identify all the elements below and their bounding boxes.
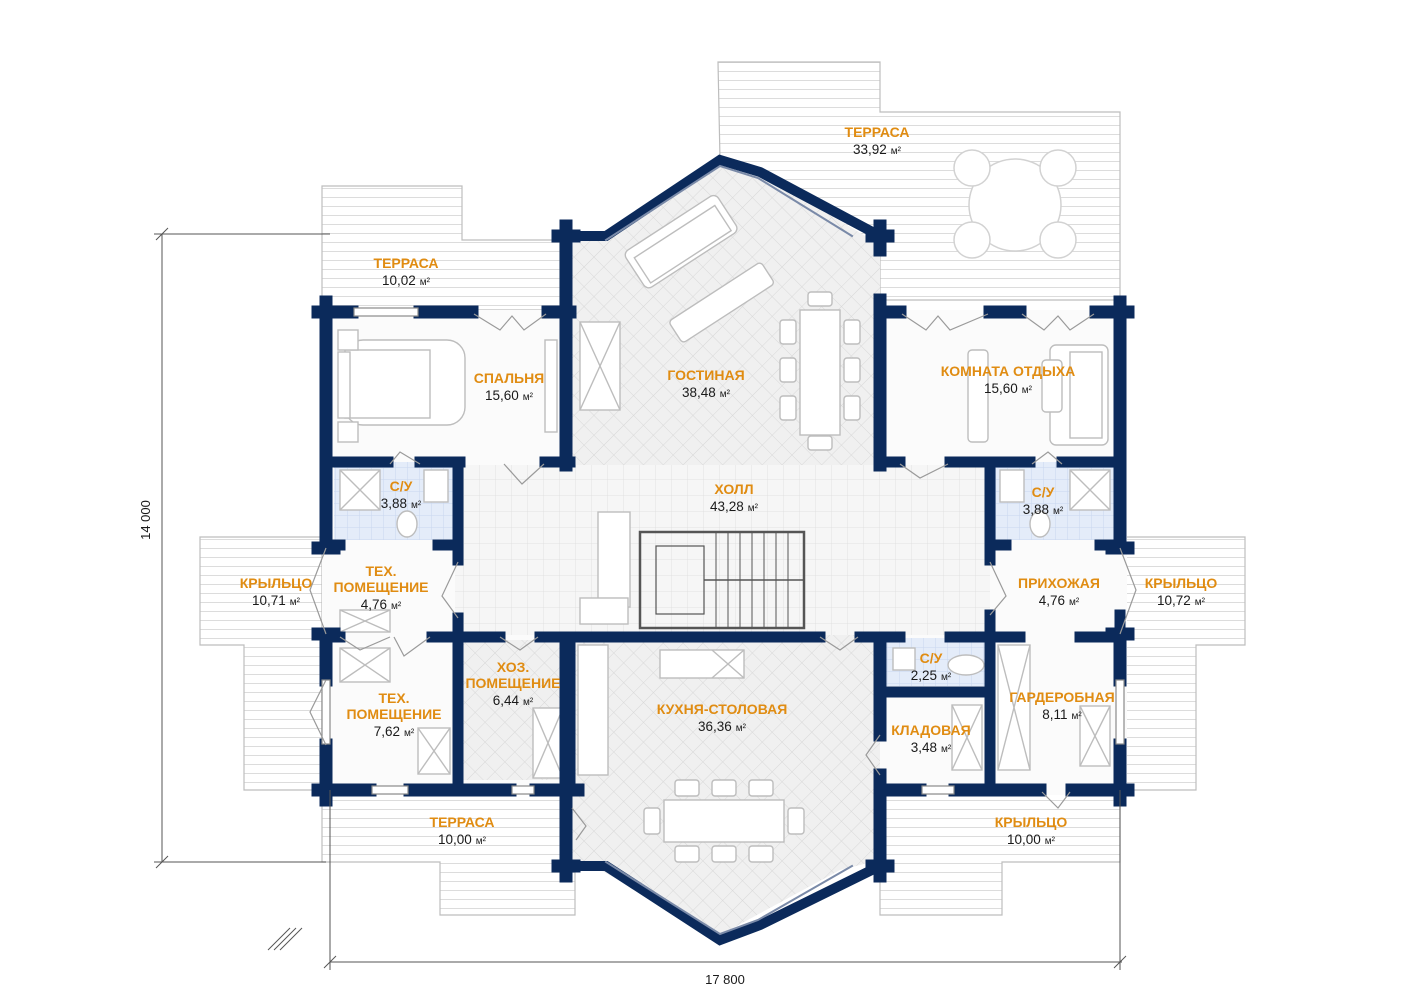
- deck-terrace-nw: [321, 185, 561, 311]
- room-name: ХОЗ.: [497, 659, 530, 675]
- deck-terrace-s: [321, 789, 576, 916]
- room-name: КУХНЯ-СТОЛОВАЯ: [657, 701, 788, 717]
- room-name: С/У: [1032, 484, 1055, 500]
- room-name: ТЕРРАСА: [430, 814, 495, 830]
- room-name: ТЕХ.: [365, 563, 396, 579]
- room-name: ТЕРРАСА: [845, 124, 910, 140]
- furniture: [337, 194, 1111, 863]
- doors: [309, 313, 1137, 841]
- room-name: С/У: [920, 650, 943, 666]
- room-name: КОМНАТА ОТДЫХА: [941, 363, 1076, 379]
- room-name: ГАРДЕРОБНАЯ: [1009, 689, 1114, 705]
- room-name: КЛАДОВАЯ: [891, 722, 970, 738]
- dimension-height: 14 000: [138, 500, 153, 540]
- room-name: ГОСТИНАЯ: [667, 367, 744, 383]
- floor-hall: [455, 465, 990, 635]
- staircase: [638, 530, 806, 630]
- deck-porch-south: [879, 789, 1121, 916]
- room-name: ХОЛЛ: [714, 481, 753, 497]
- room-name: КРЫЛЬЦО: [240, 575, 313, 591]
- outdoor-table: [953, 149, 1077, 259]
- room-name: ПОМЕЩЕНИЕ: [465, 675, 560, 691]
- room-name: КРЫЛЬЦО: [1145, 575, 1218, 591]
- room-name: ПОМЕЩЕНИЕ: [346, 706, 441, 722]
- room-name: ТЕХ.: [378, 690, 409, 706]
- room-name: ТЕРРАСА: [374, 255, 439, 271]
- walls: [311, 154, 1135, 946]
- room-name: КРЫЛЬЦО: [995, 814, 1068, 830]
- room-name: СПАЛЬНЯ: [474, 370, 545, 386]
- dimension-lines: [154, 227, 1127, 970]
- room-name: ПРИХОЖАЯ: [1018, 575, 1100, 591]
- room-name: ПОМЕЩЕНИЕ: [333, 579, 428, 595]
- dimension-width: 17 800: [705, 972, 745, 987]
- room-name: С/У: [390, 478, 413, 494]
